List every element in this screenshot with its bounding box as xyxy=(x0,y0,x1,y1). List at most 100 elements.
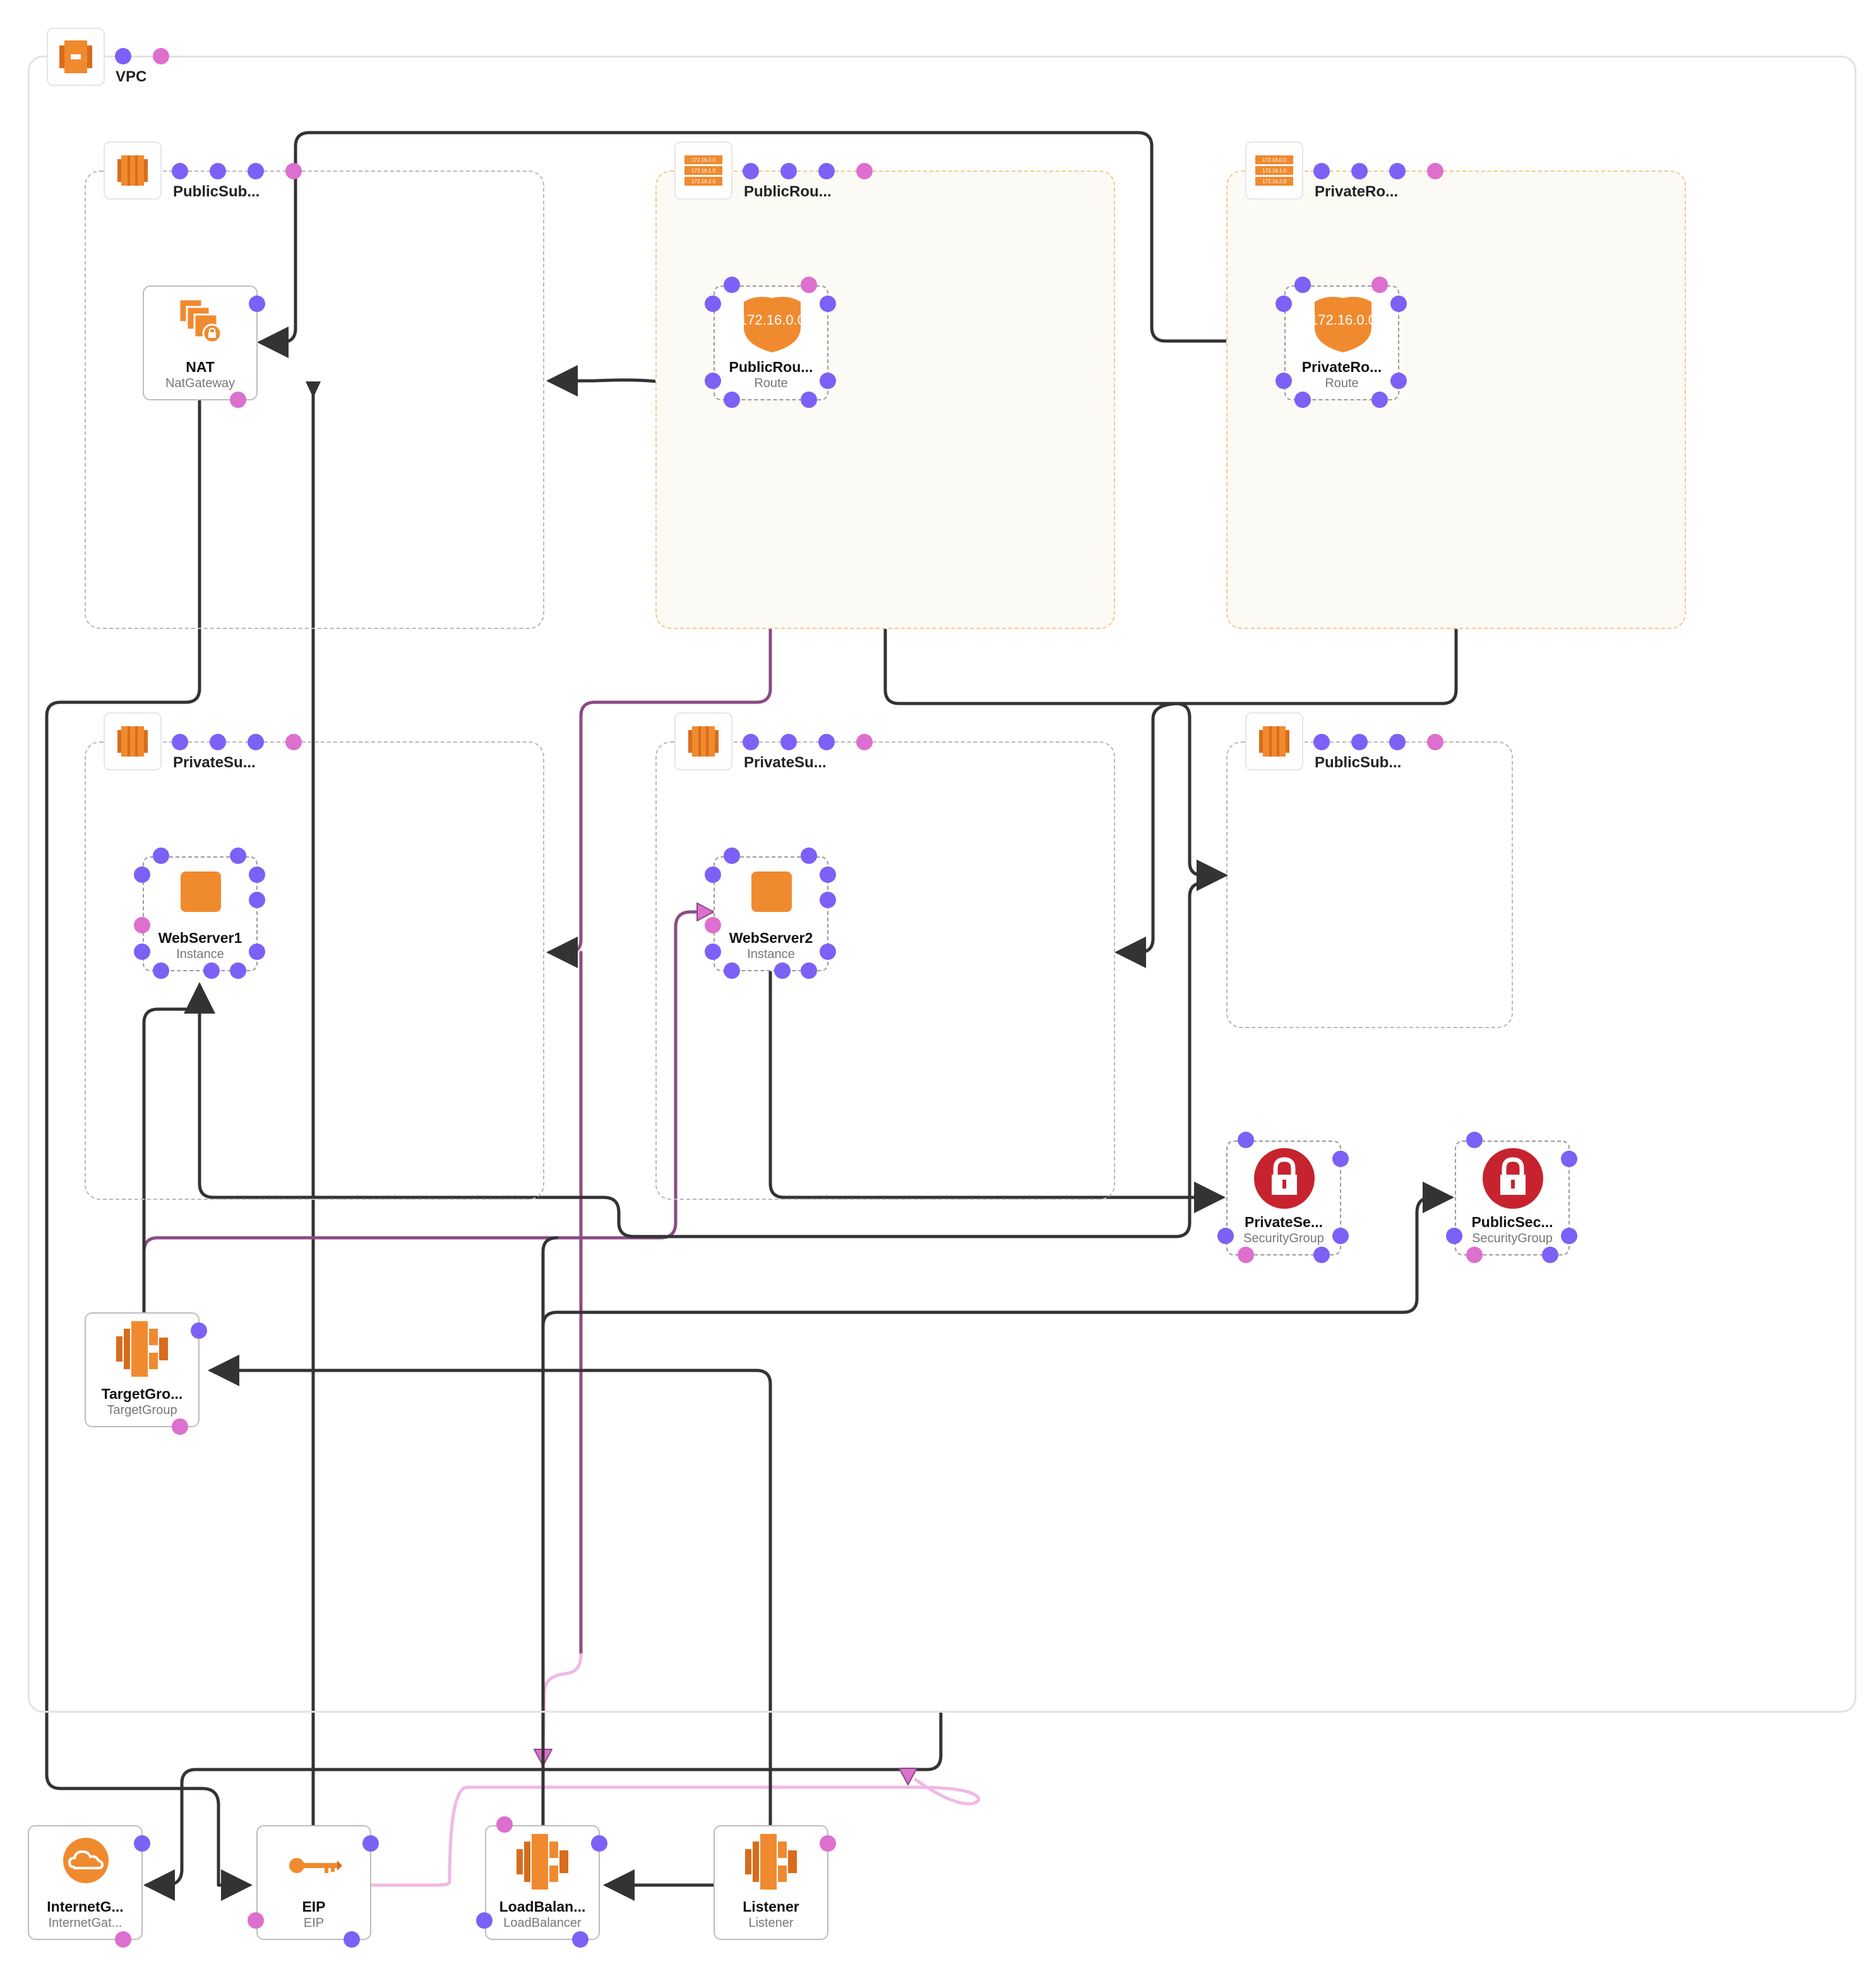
port[interactable] xyxy=(134,944,150,960)
port[interactable] xyxy=(248,734,264,750)
port[interactable] xyxy=(780,734,797,750)
port[interactable] xyxy=(210,734,226,750)
port[interactable] xyxy=(572,1931,588,1948)
edge-pink-loop[interactable] xyxy=(448,1778,981,1884)
port[interactable] xyxy=(496,1816,513,1833)
edge-webserver1-to-private-security-group[interactable] xyxy=(198,881,1205,1238)
port[interactable] xyxy=(1389,734,1406,750)
port[interactable] xyxy=(1390,296,1407,312)
port[interactable] xyxy=(153,48,169,64)
port[interactable] xyxy=(476,1912,493,1929)
port[interactable] xyxy=(134,1835,150,1852)
port[interactable] xyxy=(1371,392,1388,408)
port[interactable] xyxy=(705,373,721,389)
port[interactable] xyxy=(1313,1247,1330,1263)
port[interactable] xyxy=(818,163,835,179)
port[interactable] xyxy=(591,1835,607,1852)
port[interactable] xyxy=(705,866,721,883)
port[interactable] xyxy=(820,944,836,960)
port[interactable] xyxy=(1427,163,1443,179)
listener-node[interactable]: Listener Listener xyxy=(714,1825,828,1940)
port[interactable] xyxy=(724,848,740,864)
port[interactable] xyxy=(172,163,188,179)
port[interactable] xyxy=(249,944,265,960)
edge-public-route-table-to-public-subnet[interactable] xyxy=(546,365,659,397)
port[interactable] xyxy=(115,1931,131,1948)
port[interactable] xyxy=(1294,392,1311,408)
internet-gateway-node[interactable]: InternetG... InternetGat... xyxy=(28,1825,143,1940)
port[interactable] xyxy=(249,296,265,312)
edge-route-table-to-private-subnet-2[interactable] xyxy=(1114,702,1183,968)
public-security-group-node[interactable]: PublicSec... SecurityGroup xyxy=(1455,1141,1570,1255)
public-subnet-1-region[interactable] xyxy=(85,171,544,629)
port[interactable] xyxy=(362,1835,379,1852)
port[interactable] xyxy=(1238,1132,1254,1148)
private-subnet-2-region[interactable] xyxy=(655,741,1115,1200)
edge-pink-to-eip[interactable] xyxy=(366,1880,451,1887)
port[interactable] xyxy=(820,1835,836,1852)
port[interactable] xyxy=(705,917,721,933)
port[interactable] xyxy=(1332,1228,1349,1244)
port[interactable] xyxy=(724,962,740,979)
port[interactable] xyxy=(705,296,721,312)
port[interactable] xyxy=(249,892,265,908)
port[interactable] xyxy=(724,392,740,408)
private-security-group-node[interactable]: PrivateSe... SecurityGroup xyxy=(1226,1141,1341,1255)
port[interactable] xyxy=(1466,1132,1483,1148)
edge-pink-to-load-balancer[interactable] xyxy=(541,1653,583,1751)
port[interactable] xyxy=(1466,1247,1483,1263)
edge-public-route-to-private-subnet-1[interactable] xyxy=(546,398,772,968)
public-route-table-region[interactable] xyxy=(655,171,1115,629)
private-subnet-1-region[interactable] xyxy=(85,741,544,1200)
port[interactable] xyxy=(705,944,721,960)
edge-vpc-to-internet-gateway[interactable] xyxy=(143,1711,943,1901)
port[interactable] xyxy=(820,296,836,312)
port[interactable] xyxy=(1427,734,1443,750)
port[interactable] xyxy=(230,392,246,408)
port[interactable] xyxy=(230,962,246,979)
port[interactable] xyxy=(1294,277,1311,293)
port[interactable] xyxy=(801,392,817,408)
port[interactable] xyxy=(249,866,265,883)
port[interactable] xyxy=(774,962,791,979)
port[interactable] xyxy=(820,892,836,908)
private-route-node[interactable]: 172.16.0.0 PrivateRo... Route xyxy=(1284,285,1399,400)
port[interactable] xyxy=(172,1418,188,1435)
port[interactable] xyxy=(115,48,131,64)
port[interactable] xyxy=(801,962,817,979)
edge-route-table-to-public-subnet-2[interactable] xyxy=(1173,702,1228,891)
port[interactable] xyxy=(1389,163,1406,179)
load-balancer-node[interactable]: LoadBalan... LoadBalancer xyxy=(485,1825,600,1940)
port[interactable] xyxy=(801,277,817,293)
webserver1-node[interactable]: WebServer1 Instance xyxy=(143,856,258,971)
port[interactable] xyxy=(1276,296,1292,312)
port[interactable] xyxy=(230,848,246,864)
port[interactable] xyxy=(248,163,264,179)
port[interactable] xyxy=(1371,277,1388,293)
port[interactable] xyxy=(1390,373,1407,389)
port[interactable] xyxy=(801,848,817,864)
port[interactable] xyxy=(1332,1151,1349,1167)
port[interactable] xyxy=(134,866,150,883)
port[interactable] xyxy=(210,163,226,179)
edge-private-route-to-nat[interactable] xyxy=(257,131,1286,358)
public-subnet-2-region[interactable] xyxy=(1226,741,1513,1028)
edge-target-group-to-webserver2[interactable] xyxy=(142,910,714,1315)
port[interactable] xyxy=(820,373,836,389)
edge-listener-to-target-group[interactable] xyxy=(208,1355,772,1837)
vpc-region[interactable] xyxy=(28,56,1856,1713)
webserver2-node[interactable]: WebServer2 Instance xyxy=(714,856,828,971)
port[interactable] xyxy=(285,163,302,179)
port[interactable] xyxy=(1446,1228,1462,1244)
port[interactable] xyxy=(856,163,873,179)
port[interactable] xyxy=(191,1322,207,1339)
edge-load-balancer-to-private-security-group[interactable] xyxy=(541,1236,559,1837)
target-group-node[interactable]: TargetGro... TargetGroup xyxy=(85,1312,200,1427)
port[interactable] xyxy=(203,962,220,979)
eip-node[interactable]: EIP EIP xyxy=(256,1825,371,1940)
port[interactable] xyxy=(248,1912,264,1929)
port[interactable] xyxy=(818,734,835,750)
port[interactable] xyxy=(1351,163,1368,179)
port[interactable] xyxy=(1238,1247,1254,1263)
port[interactable] xyxy=(1351,734,1368,750)
